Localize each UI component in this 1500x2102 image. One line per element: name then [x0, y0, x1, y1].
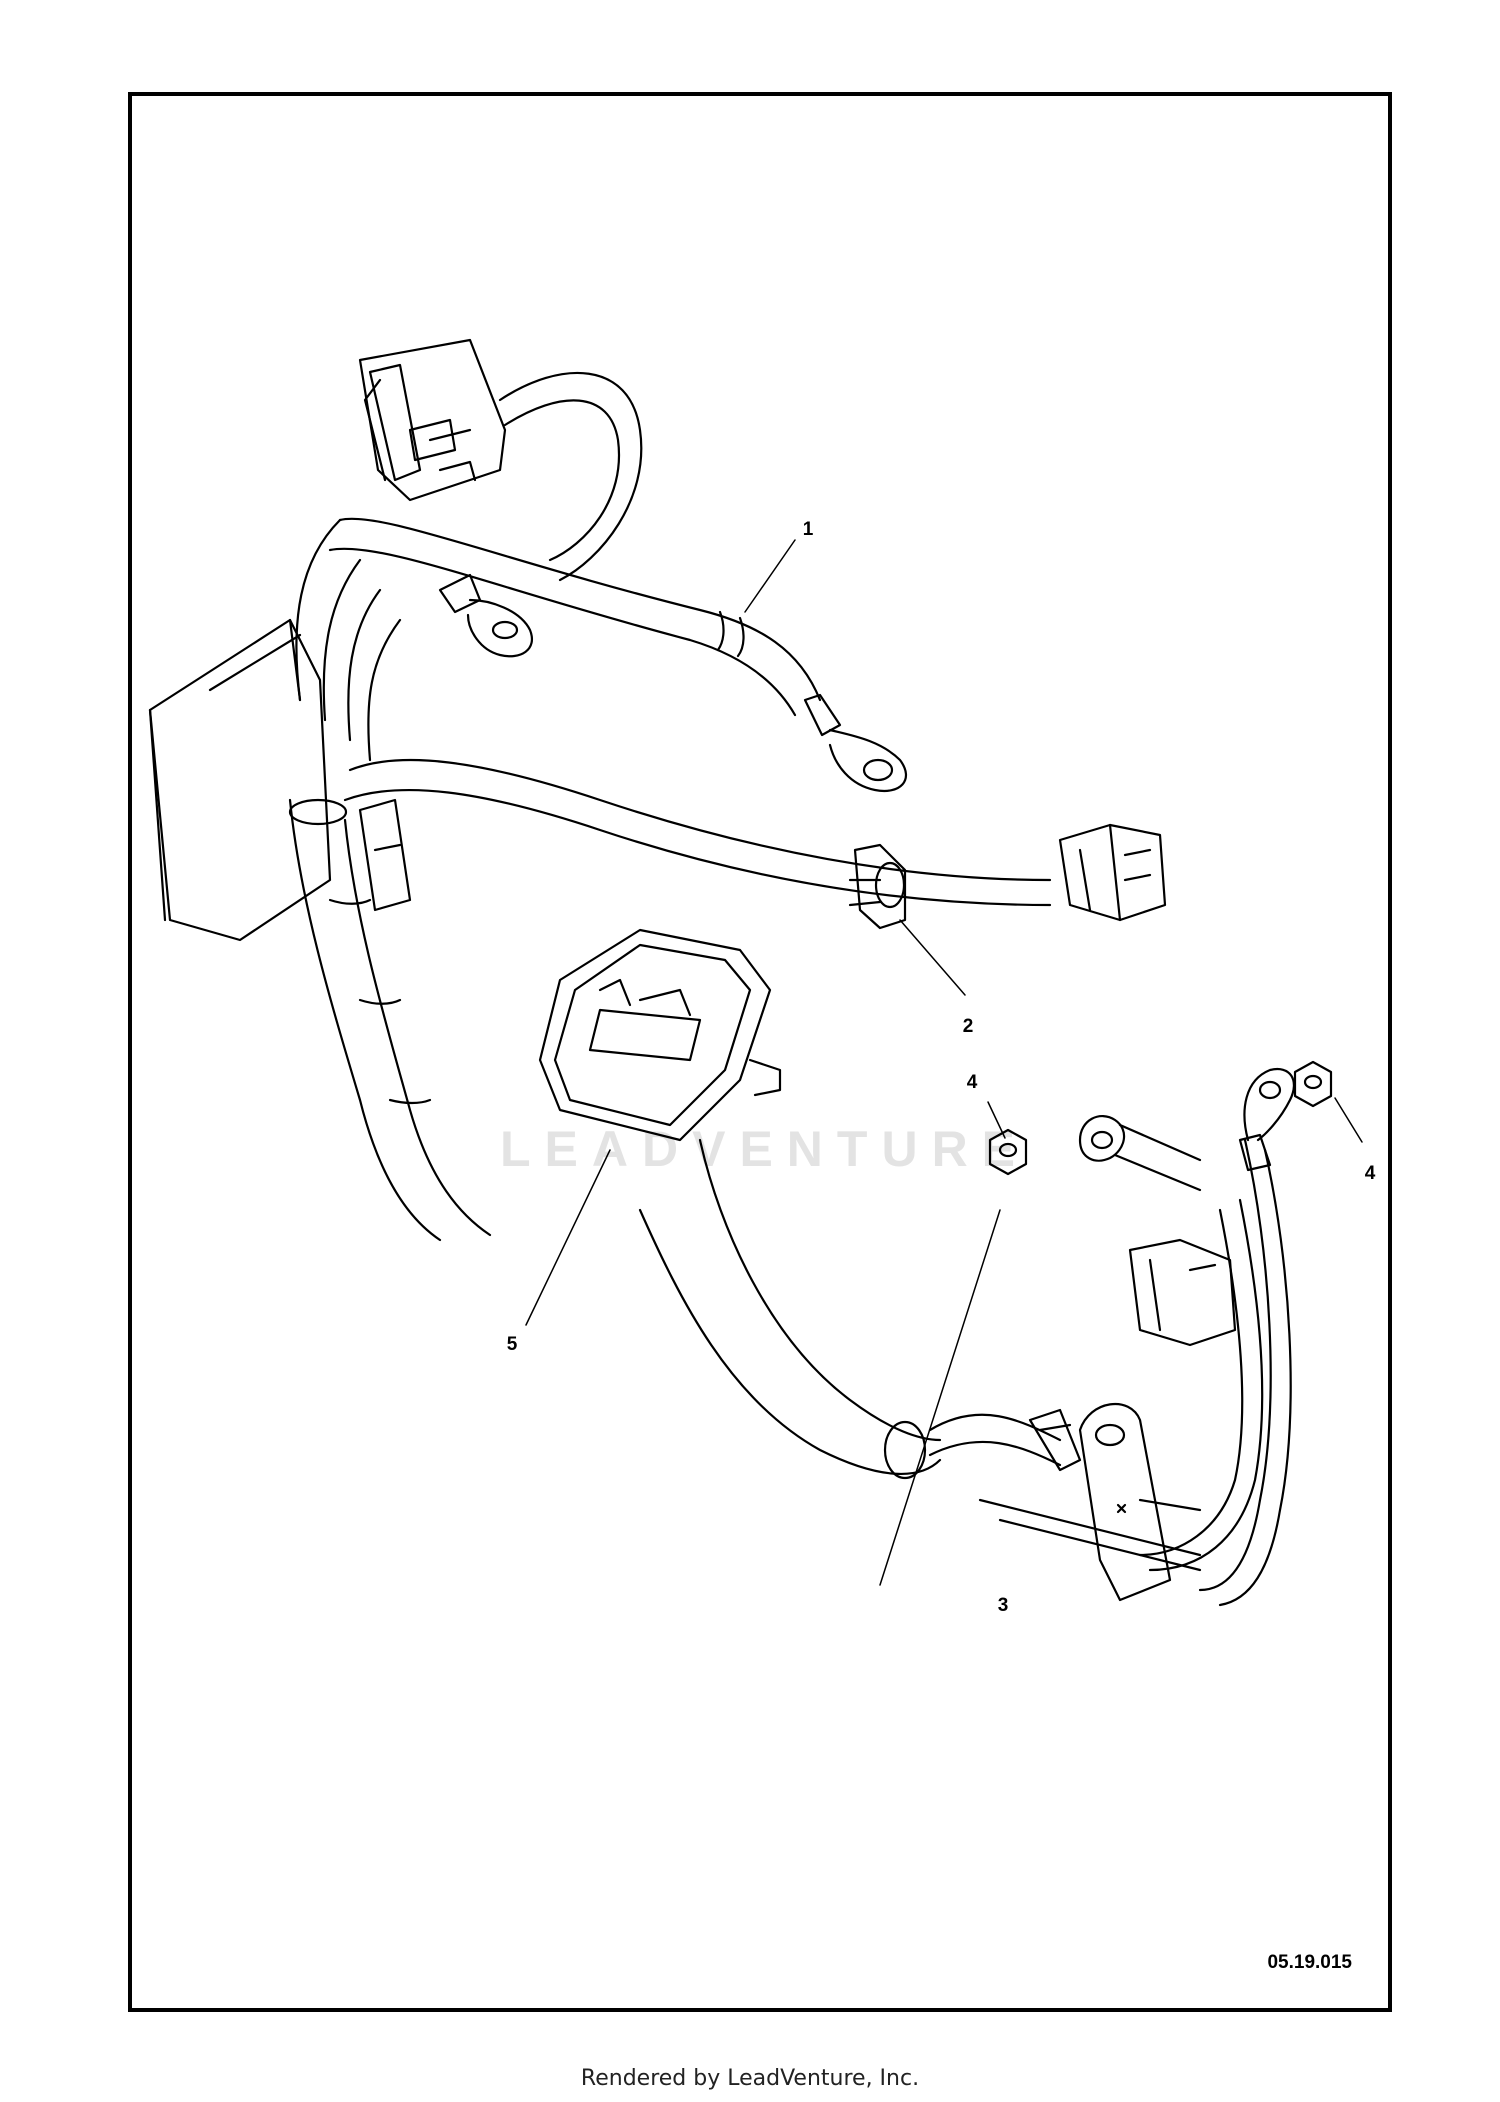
callout-4b: 4: [1364, 1163, 1376, 1184]
frame-content: 05.19.015: [128, 92, 1392, 2012]
harness-1-drawing: [148, 338, 1167, 1242]
left-connector: [148, 618, 332, 942]
harness-clip: [848, 843, 907, 930]
bracket-3: [978, 1402, 1202, 1602]
nut-4-left: [988, 1128, 1028, 1176]
harness-3-drawing: [538, 928, 1296, 1607]
callout-2: 2: [962, 1016, 974, 1037]
footer-credit: Rendered by LeadVenture, Inc.: [580, 2066, 920, 2091]
bracket-5: [538, 928, 782, 1142]
nut-4-right: [1293, 1060, 1333, 1108]
upper-connector: [358, 338, 507, 502]
callout-5: 5: [506, 1334, 518, 1355]
callout-3: 3: [997, 1595, 1009, 1616]
diagram-frame: [128, 92, 1392, 2012]
small-connector: [1058, 823, 1167, 922]
watermark-text: LEADVENTURE: [500, 1121, 1030, 1177]
figure-code: 05.19.015: [1267, 1952, 1352, 1973]
callout-4a: 4: [966, 1072, 978, 1093]
callout-1: 1: [802, 519, 814, 540]
leader-lines: [525, 539, 1363, 1586]
